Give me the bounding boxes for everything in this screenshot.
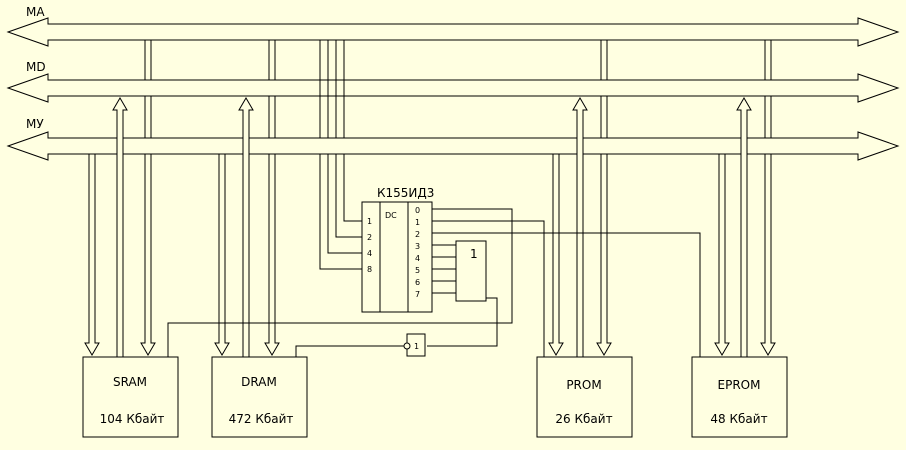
decoder-in-8: 8	[367, 265, 372, 274]
dram-mu-arrow	[214, 153, 230, 356]
decoder-in-4: 4	[367, 249, 372, 258]
decoder-tag: DC	[385, 211, 397, 220]
decoder-name: К155ИД3	[377, 186, 434, 200]
prom-size: 26 Кбайт	[555, 412, 612, 426]
sram-block: SRAM 104 Кбайт	[82, 356, 179, 438]
or-gate-label: 1	[470, 247, 478, 261]
dram-ma-arrow	[264, 153, 280, 356]
decoder-out-4: 4	[415, 254, 420, 263]
decoder-k155id3: К155ИД3 DC 1 2 4 8 0 1 2 3 4 5 6 7	[361, 186, 434, 313]
prom-block: PROM 26 Кбайт	[536, 356, 633, 438]
prom-name: PROM	[566, 378, 601, 392]
eprom-md-arrow	[736, 97, 752, 358]
eprom-mu-arrow	[714, 153, 730, 356]
or-gate: 1	[427, 240, 498, 347]
decoder-out-1: 1	[415, 218, 420, 227]
dram-size: 472 Кбайт	[229, 412, 294, 426]
sram-mu-arrow	[84, 153, 100, 356]
sram-size: 104 Кбайт	[100, 412, 165, 426]
decoder-out-6: 6	[415, 278, 420, 287]
decoder-out-0: 0	[415, 206, 420, 215]
eprom-name: EPROM	[718, 378, 761, 392]
decoder-out-7: 7	[415, 290, 420, 299]
eprom-ma-arrow	[760, 153, 776, 356]
bus-ma-label: МА	[26, 5, 45, 19]
sram-name: SRAM	[113, 375, 147, 389]
dram-block: DRAM 472 Кбайт	[211, 356, 308, 438]
bus-md-arrow	[6, 73, 900, 103]
decoder-in-2: 2	[367, 233, 372, 242]
decoder-out-5: 5	[415, 266, 420, 275]
decoder-out-3: 3	[415, 242, 420, 251]
bus-mu-label: МУ	[26, 117, 44, 131]
dram-md-arrow	[238, 97, 254, 358]
sram-md-arrow	[112, 97, 128, 358]
bus-ma-arrow	[6, 17, 900, 47]
decoder-address-lines	[319, 40, 362, 270]
sram-ma-arrow	[140, 153, 156, 356]
decoder-in-1: 1	[367, 217, 372, 226]
bus-md-label: MD	[26, 60, 46, 74]
eprom-block: EPROM 48 Кбайт	[691, 356, 788, 438]
bus-mu-arrow	[6, 131, 900, 161]
eprom-size: 48 Кбайт	[710, 412, 767, 426]
dram-name: DRAM	[241, 375, 277, 389]
inverter-label: 1	[414, 342, 419, 351]
inverter: 1	[295, 333, 426, 357]
prom-ma-arrow	[596, 153, 612, 356]
bus-connectors	[84, 40, 776, 358]
chip-select-lines	[167, 208, 701, 357]
prom-md-arrow	[572, 97, 588, 358]
prom-mu-arrow	[548, 153, 564, 356]
decoder-out-2: 2	[415, 230, 420, 239]
